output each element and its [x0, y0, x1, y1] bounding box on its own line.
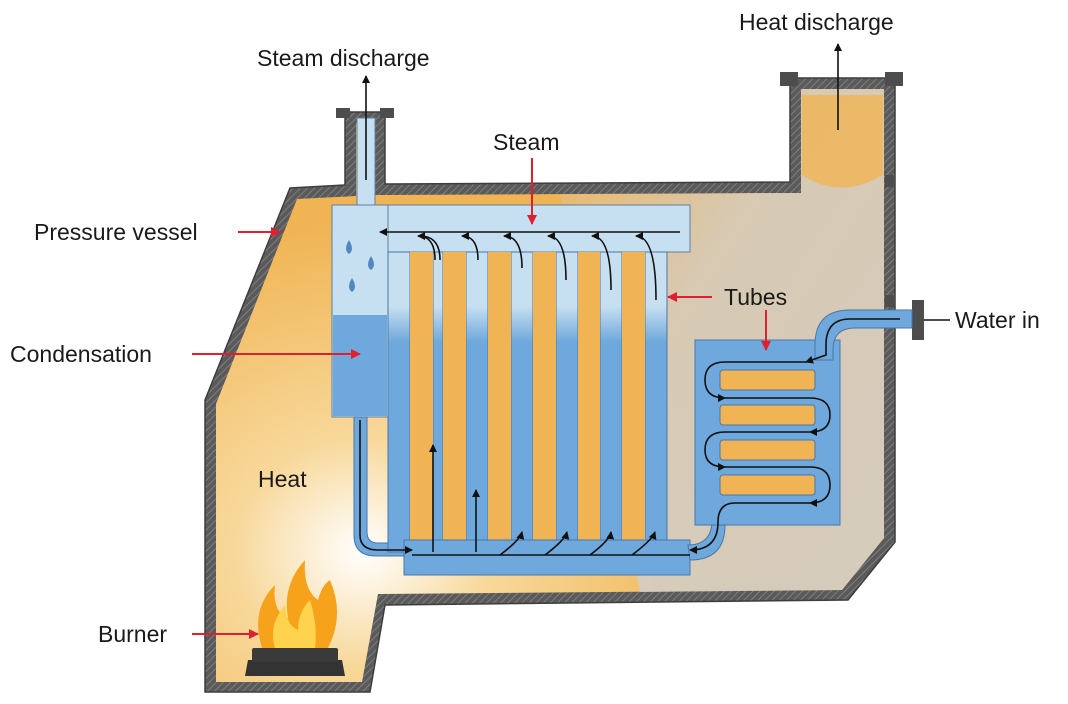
stack-flange-left — [780, 72, 798, 86]
flow-arrows — [359, 43, 900, 556]
vertical-tube — [510, 251, 534, 553]
label-burner: Burner — [98, 621, 167, 647]
label-heat: Heat — [258, 466, 307, 492]
economizer-flow-arrow — [704, 361, 806, 402]
wall-lug-1 — [885, 175, 895, 187]
steam-flow-arrow — [417, 232, 436, 261]
economizer-flow-arrow — [689, 502, 810, 554]
steam-flow-arrow — [503, 232, 523, 269]
steam-flow-arrow — [591, 232, 612, 291]
label-water-in: Water in — [955, 307, 1040, 333]
riser-arrow — [499, 531, 525, 556]
water-drop-icon — [368, 256, 374, 270]
wall-lug-2 — [885, 295, 895, 307]
burner — [245, 560, 345, 676]
vertical-tube — [387, 251, 411, 553]
water-inlet-pipe — [814, 309, 913, 361]
label-tubes: Tubes — [724, 284, 787, 310]
flue-stack-heat — [802, 95, 883, 188]
economizer-flow-arrow — [725, 397, 831, 436]
steam-flange-left — [336, 108, 350, 118]
riser-arrow — [544, 531, 570, 556]
label-pressure-vessel: Pressure vessel — [34, 219, 198, 245]
water-drop-icon — [349, 278, 355, 292]
condensation-water — [333, 315, 387, 416]
economizer-flow-arrow — [704, 431, 810, 471]
label-steam: Steam — [493, 129, 559, 155]
water-inlet-flange — [912, 300, 924, 340]
vertical-tube — [599, 251, 623, 553]
vertical-tube — [432, 251, 444, 553]
vertical-tube — [555, 251, 579, 553]
stack-flange-right — [885, 72, 903, 86]
steam-flange-right — [380, 108, 394, 118]
riser-arrow — [631, 531, 657, 556]
riser-arrow — [589, 531, 615, 556]
steam-flow-arrow — [461, 232, 479, 261]
economizer-flow-arrow — [725, 466, 831, 507]
flame-core-icon — [272, 600, 316, 648]
water-drop-icon — [346, 240, 352, 254]
label-pointers — [192, 158, 771, 639]
burner-base — [245, 660, 345, 676]
steam-flow-arrow — [547, 232, 567, 281]
economizer-slots — [719, 369, 816, 496]
economizer-flow-arrow — [805, 318, 900, 364]
label-steam-discharge: Steam discharge — [257, 45, 430, 71]
downcomer-arrow — [359, 420, 413, 554]
label-heat-discharge: Heat discharge — [739, 9, 894, 35]
burner-top — [252, 648, 338, 662]
bottom-header — [403, 539, 691, 576]
vertical-tube — [465, 251, 489, 553]
label-condensation: Condensation — [10, 341, 152, 367]
tube-gaps — [410, 252, 645, 542]
steam-flow-arrow — [635, 232, 657, 301]
